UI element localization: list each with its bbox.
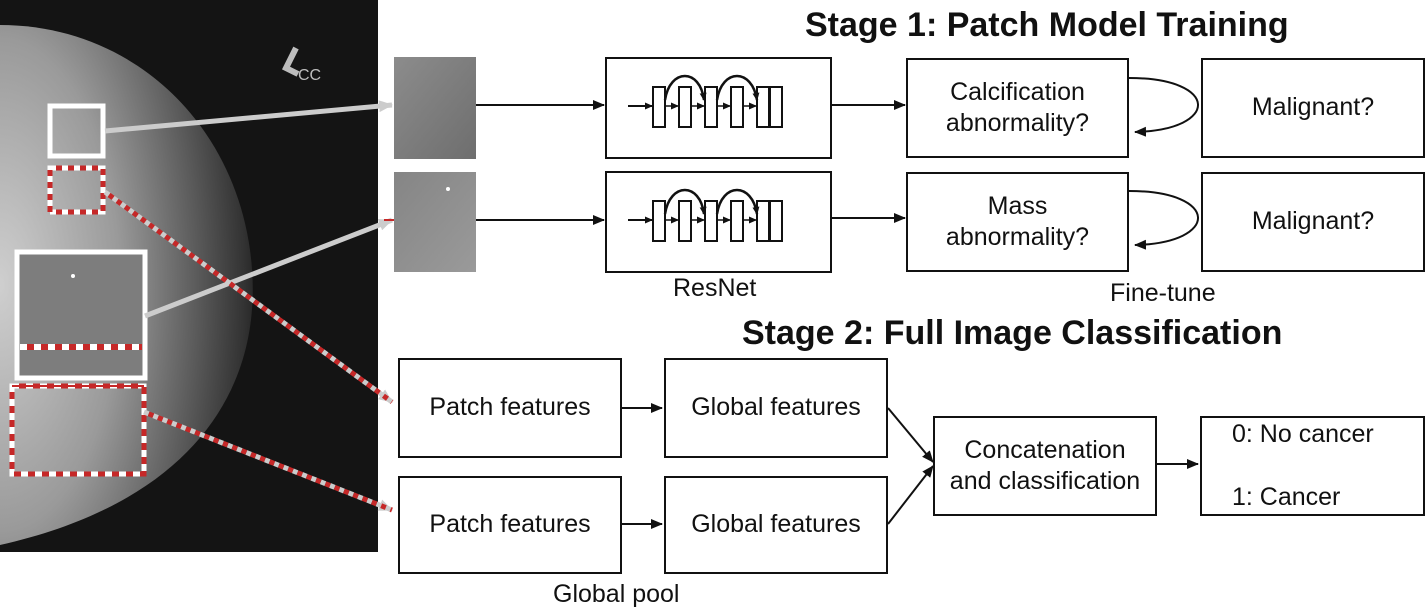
calcification-patch-thumbnail bbox=[394, 57, 476, 159]
patch-features-box-1: Patch features bbox=[398, 358, 622, 458]
mass-patch-thumbnail bbox=[394, 172, 476, 272]
mass-patch-inset bbox=[14, 249, 148, 381]
mass-bg-patch-marker bbox=[9, 383, 147, 477]
concatenation-classification-box: Concatenation and classification bbox=[933, 416, 1157, 516]
patch-features-box-2: Patch features bbox=[398, 476, 622, 574]
output-box: 0: No cancer 1: Cancer bbox=[1200, 416, 1425, 516]
stage1-title: Stage 1: Patch Model Training bbox=[805, 6, 1289, 44]
output-cancer: 1: Cancer bbox=[1232, 482, 1341, 511]
calcification-abnormality-box: Calcification abnormality? bbox=[906, 58, 1129, 158]
stage2-title: Stage 2: Full Image Classification bbox=[742, 314, 1283, 352]
calc-bg-patch-marker bbox=[47, 165, 106, 215]
mammogram-image: CC bbox=[0, 0, 378, 552]
malignant-box-1: Malignant? bbox=[1201, 58, 1425, 158]
patch-connectors bbox=[103, 100, 394, 513]
global-features-box-1: Global features bbox=[664, 358, 888, 458]
resnet-block-1 bbox=[605, 57, 832, 159]
resnet-block-2 bbox=[605, 171, 832, 273]
stage2-arrows bbox=[622, 403, 1199, 529]
resnet-label: ResNet bbox=[673, 274, 757, 302]
cc-view-marker: CC bbox=[281, 46, 321, 84]
finetune-loop-2 bbox=[1128, 190, 1199, 250]
finetune-label: Fine-tune bbox=[1110, 279, 1216, 307]
svg-text:CC: CC bbox=[298, 67, 321, 84]
stage1-arrows bbox=[476, 100, 906, 225]
malignant-box-2: Malignant? bbox=[1201, 172, 1425, 272]
mass-abnormality-box: Mass abnormality? bbox=[906, 172, 1129, 272]
finetune-loop-1 bbox=[1128, 77, 1199, 137]
calc-patch-marker bbox=[47, 103, 106, 159]
global-features-box-2: Global features bbox=[664, 476, 888, 574]
global-pool-label: Global pool bbox=[553, 580, 680, 608]
output-no-cancer: 0: No cancer bbox=[1232, 420, 1374, 449]
